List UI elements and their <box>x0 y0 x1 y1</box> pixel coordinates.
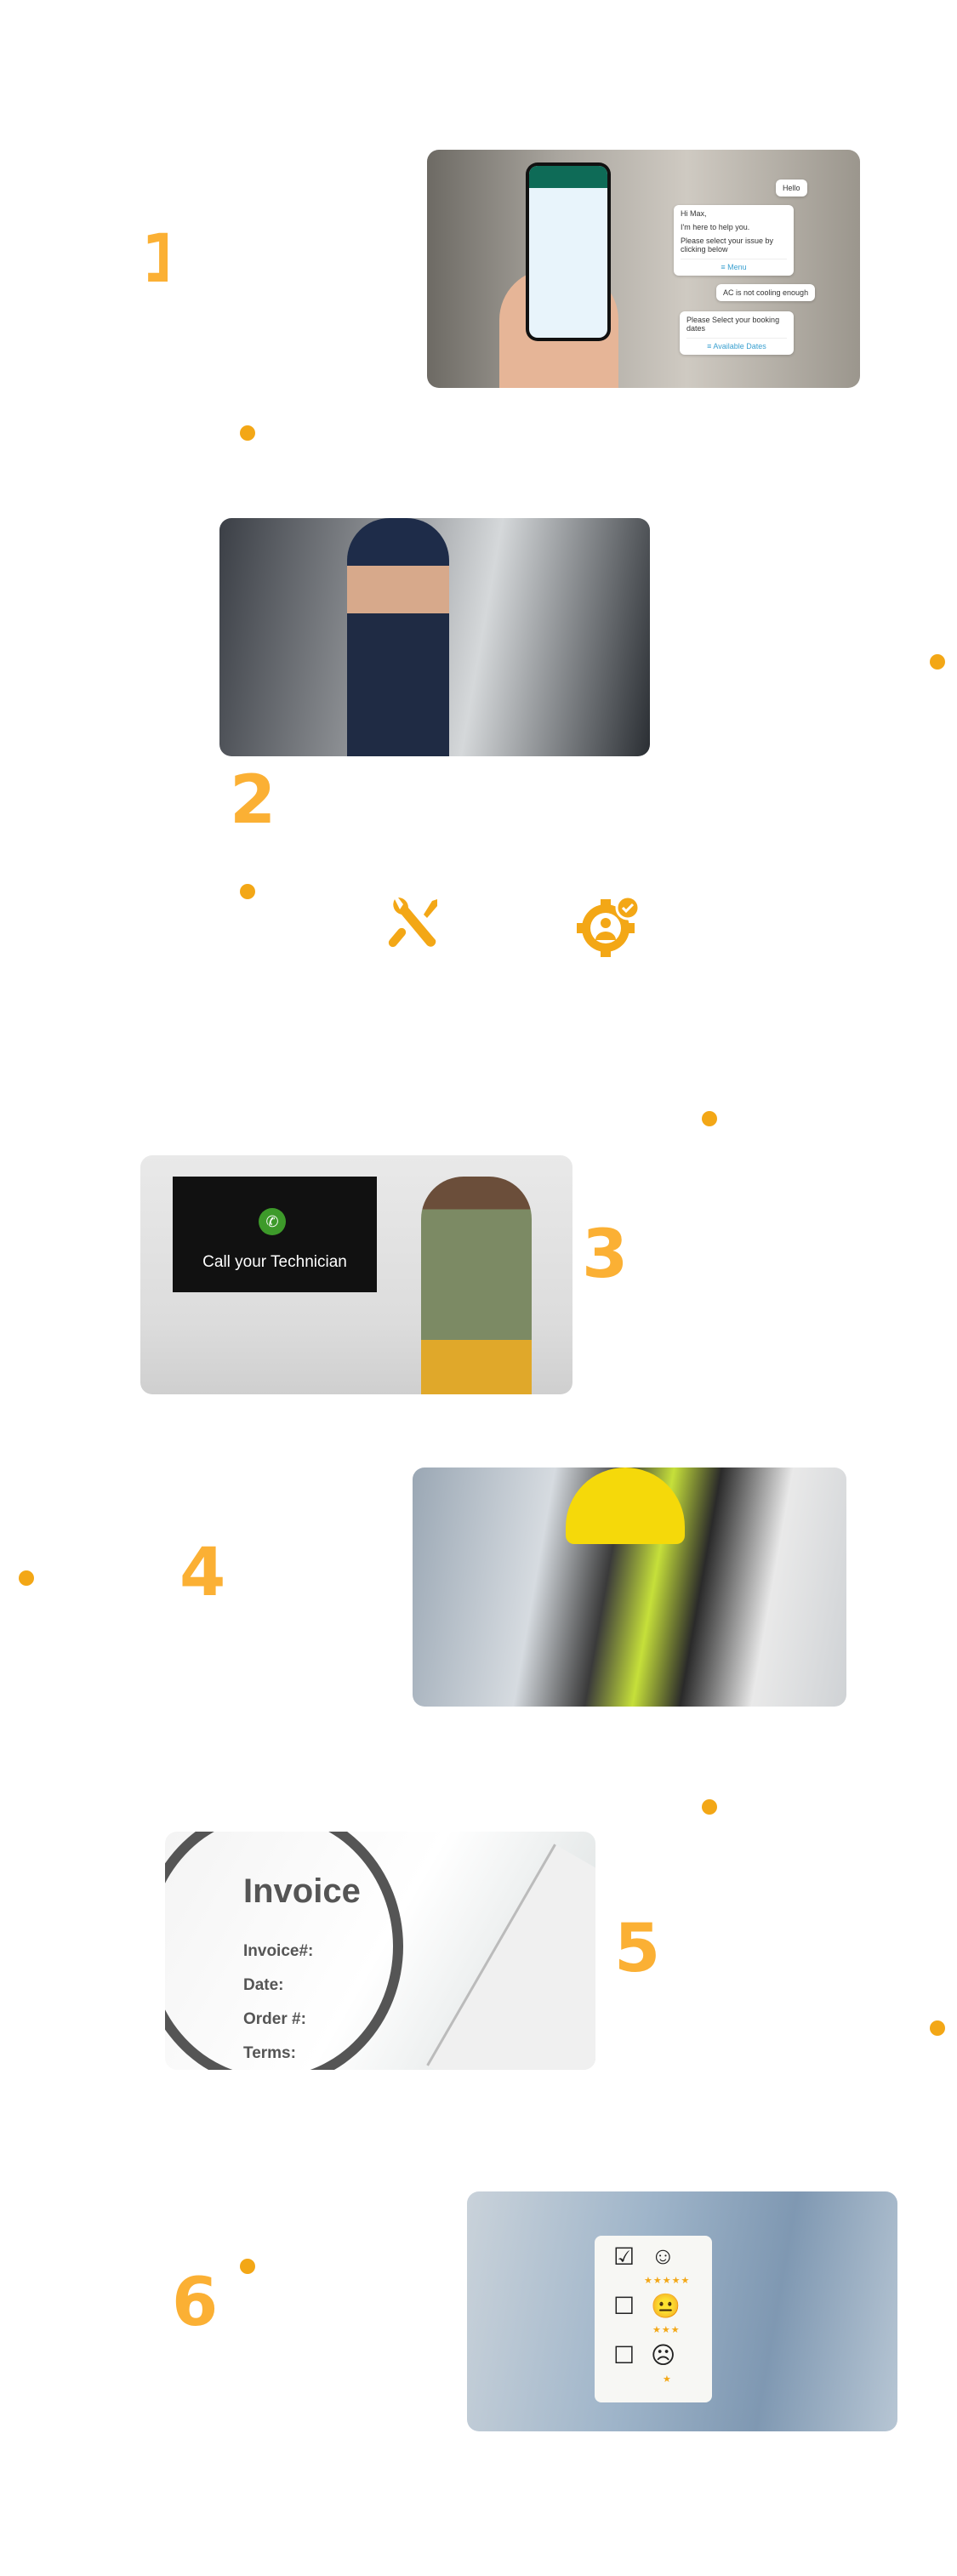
hard-hat <box>566 1468 685 1544</box>
step-number-6: 6 <box>172 2270 218 2333</box>
timeline-dot <box>240 2259 255 2274</box>
timeline-dot <box>930 654 945 670</box>
chat-bubble-issue: AC is not cooling enough <box>716 284 816 301</box>
invoice-row: Invoice#: <box>243 1942 314 1960</box>
technician-at-computer-image <box>219 518 650 756</box>
phone-call-icon: ✆ <box>259 1208 286 1235</box>
wrench-screwdriver-icon <box>388 898 437 948</box>
happy-face-icon: ☺ <box>651 2243 675 2269</box>
timeline-dot <box>930 2020 945 2036</box>
step-number-4: 4 <box>179 1540 226 1599</box>
invoice-row: Order #: <box>243 2010 306 2028</box>
step-number-3: 3 <box>582 1222 626 1283</box>
greeting-text: Hi Max, <box>681 209 707 218</box>
timeline-dot <box>702 1799 717 1815</box>
rating-card: ☑ ☺ ★★★★★ ☐ 😐 ★★★ ☐ ☹ ★ <box>595 2236 712 2402</box>
sad-face-icon: ☹ <box>651 2342 676 2368</box>
technician-figure <box>421 1177 532 1394</box>
invoice-image: Invoice Invoice#: Date: Order #: Terms: <box>165 1832 595 2070</box>
timeline-dot <box>702 1111 717 1126</box>
select-text: Please select your issue by clicking bel… <box>681 237 774 254</box>
five-stars: ★★★★★ <box>644 2276 691 2286</box>
chat-bubble-hello: Hello <box>776 180 807 197</box>
invoice-row: Date: <box>243 1976 284 1994</box>
chatbot-booking-image: Hello Hi Max, I'm here to help you. Plea… <box>427 150 860 388</box>
checkbox-icon: ☐ <box>613 2342 635 2368</box>
customer-rating-image: ☑ ☺ ★★★★★ ☐ 😐 ★★★ ☐ ☹ ★ <box>467 2191 897 2431</box>
step-number-2: 2 <box>230 767 272 829</box>
invoice-title: Invoice <box>243 1872 361 1910</box>
checked-box-icon: ☑ <box>613 2243 635 2270</box>
menu-link: ≡ Menu <box>681 259 787 271</box>
neutral-face-icon: 😐 <box>651 2293 681 2319</box>
technician-repairing-ac-image <box>413 1468 846 1707</box>
step-number-5: 5 <box>614 1916 657 1980</box>
chat-bubble-booking: Please Select your booking dates ≡ Avail… <box>680 311 794 355</box>
call-technician-image: ✆ Call your Technician <box>140 1155 572 1394</box>
timeline-dot <box>19 1570 34 1586</box>
three-stars: ★★★ <box>652 2325 681 2335</box>
checkbox-icon: ☐ <box>613 2293 635 2319</box>
phone-mockup <box>526 162 611 341</box>
timeline-dot <box>240 884 255 899</box>
booking-text: Please Select your booking dates <box>686 316 780 333</box>
calculator <box>426 1844 595 2070</box>
one-star: ★ <box>663 2374 672 2385</box>
tv-screen: ✆ Call your Technician <box>173 1177 377 1292</box>
chat-bubble-bot-greeting: Hi Max, I'm here to help you. Please sel… <box>674 205 794 276</box>
gear-user-check-icon <box>577 895 641 957</box>
invoice-row: Terms: <box>243 2044 296 2062</box>
dates-link: ≡ Available Dates <box>686 338 787 350</box>
tv-text: Call your Technician <box>202 1253 347 1271</box>
step-number-1: 1 <box>140 226 168 286</box>
timeline-dot <box>240 425 255 441</box>
help-text: I'm here to help you. <box>681 223 750 231</box>
